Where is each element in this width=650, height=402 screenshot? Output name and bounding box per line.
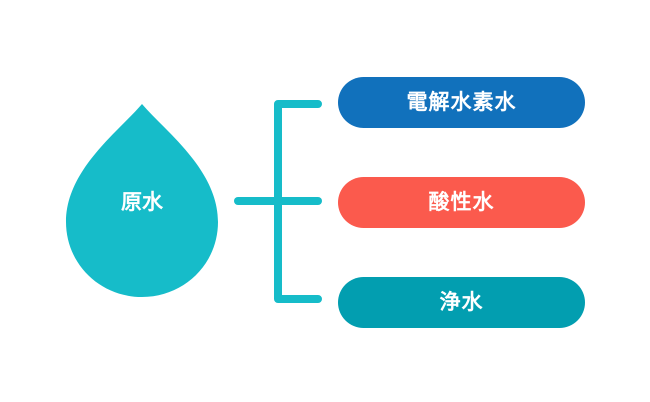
source-label: 原水 — [121, 190, 163, 214]
output-pill-acidic-water: 酸性水 — [338, 177, 585, 228]
output-label: 浄水 — [439, 290, 484, 314]
output-label: 酸性水 — [428, 190, 495, 214]
connector-bracket — [274, 100, 322, 303]
output-pill-electrolyzed-hydrogen-water: 電解水素水 — [338, 77, 585, 128]
branch-connector — [234, 100, 322, 303]
output-pill-purified-water: 浄水 — [338, 277, 585, 328]
output-label: 電解水素水 — [406, 90, 517, 114]
water-drop-icon — [66, 104, 218, 297]
